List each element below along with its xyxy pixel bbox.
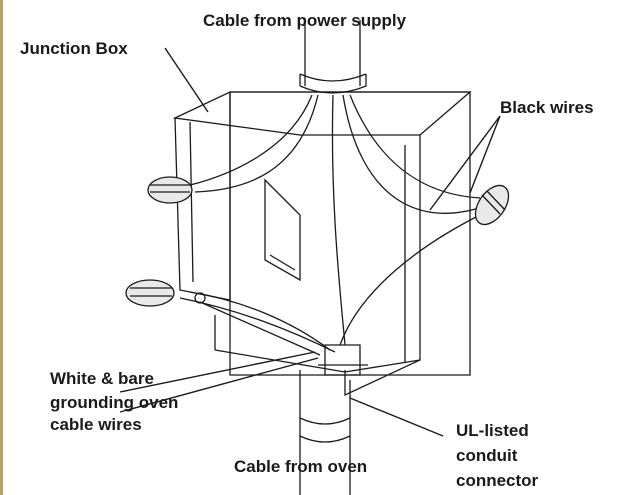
left-edge-strip (0, 0, 3, 495)
label-cable-from-oven: Cable from oven (234, 457, 368, 476)
wire-nut-lower-left (125, 279, 175, 307)
label-conduit-line-3: connector (456, 471, 539, 490)
label-conduit-line-1: UL-listed (456, 421, 529, 440)
wire-nut-right (474, 184, 510, 226)
junction-box-outline (172, 20, 489, 495)
label-white-bare-line-2: grounding oven (50, 393, 179, 412)
wire-nut-upper-left (147, 176, 193, 204)
label-conduit-line-2: conduit (456, 446, 518, 465)
label-white-bare-line-1: White & bare (50, 369, 154, 388)
label-black-wires: Black wires (500, 98, 594, 117)
label-white-bare-line-3: cable wires (50, 415, 142, 434)
label-leader-lines (119, 47, 501, 437)
label-junction-box: Junction Box (20, 39, 128, 58)
label-cable-from-power-supply: Cable from power supply (203, 11, 407, 30)
